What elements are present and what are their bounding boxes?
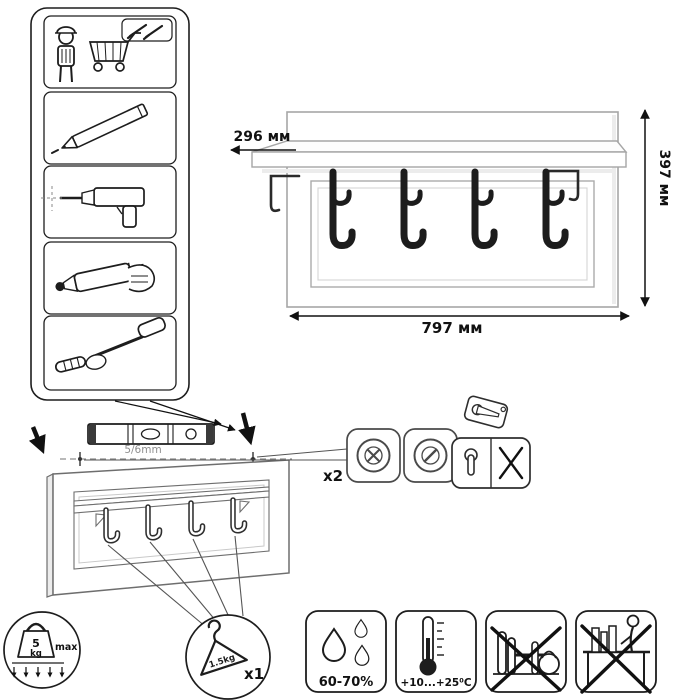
max-weight-badge: 5 kg max: [3, 611, 81, 689]
pencil-icon: [43, 91, 177, 165]
hanger-load-badge: 1.5kg x1: [185, 614, 271, 700]
dimension-lines: [230, 109, 650, 321]
weight-icon: [25, 622, 47, 632]
coat-hook: [471, 168, 498, 249]
drill-icon: [41, 165, 177, 239]
inner-frame: [310, 180, 595, 288]
coat-hook-prong: [472, 189, 494, 206]
hanger-count-label: x1: [244, 665, 264, 683]
drill-point-arrow-left: [28, 426, 46, 454]
rack-hooks-outline: [103, 497, 248, 544]
coat-hook: [400, 168, 427, 249]
water-drops-icon: [321, 618, 370, 666]
no-heavy-load-icon-box: [485, 610, 567, 693]
pointer-line: [149, 400, 236, 432]
max-label: max: [55, 642, 77, 653]
width-label: 797 мм: [421, 319, 482, 337]
installation-diagram: 5/6mm: [28, 400, 292, 628]
max-weight-unit: kg: [30, 649, 42, 659]
coat-hook-prong: [330, 189, 352, 206]
prohibited-x-icon: [498, 446, 524, 480]
coat-hook: [542, 168, 569, 249]
tools-panel: [30, 7, 190, 401]
side-rail-hook-right: [547, 169, 580, 202]
mounted-rack: [46, 459, 290, 598]
temperature-icon-box: +10...+25⁰C: [395, 610, 477, 693]
humidity-label: 60-70%: [319, 675, 374, 690]
prohibited-x-icon: [490, 626, 562, 692]
dowel-tool-icon: [43, 315, 177, 391]
coat-hook-prong: [543, 189, 565, 206]
anchors-note: x2: [84, 428, 458, 485]
prohibited-x-icon: [580, 624, 652, 694]
shelf-top: [251, 140, 628, 153]
no-climb-icon-box: [575, 610, 657, 694]
hanger-icon: 1.5kg: [200, 619, 248, 676]
thermometer-icon: [419, 616, 444, 676]
keyhole-bracket-note: [451, 395, 531, 489]
coat-hook-prong: [401, 189, 423, 206]
product-illustration: [251, 111, 628, 308]
depth-label: 296 мм: [234, 129, 291, 145]
drill-point: [78, 457, 82, 461]
side-rail-hook-left: [269, 174, 301, 213]
pointer-line: [114, 400, 222, 427]
anchors-count-label: x2: [323, 467, 343, 485]
height-label: 397 мм: [656, 150, 672, 207]
max-weight-value: 5: [32, 637, 40, 650]
drill-point-arrow-right: [238, 412, 256, 446]
shelf-front: [251, 151, 627, 168]
glue-gun-icon: [43, 241, 177, 315]
keyhole-bracket-icon: [463, 395, 509, 429]
down-force-arrows: [11, 662, 65, 678]
coat-hooks: [329, 168, 569, 249]
humidity-icon-box: 60-70%: [305, 610, 387, 693]
hook-load-leader-lines: [107, 535, 244, 628]
worker-cart-icon: [43, 15, 177, 89]
temperature-label: +10...+25⁰C: [400, 677, 471, 689]
spirit-level-icon: [87, 423, 215, 445]
coat-hook: [329, 168, 356, 249]
drill-size-label: 5/6mm: [124, 444, 161, 456]
